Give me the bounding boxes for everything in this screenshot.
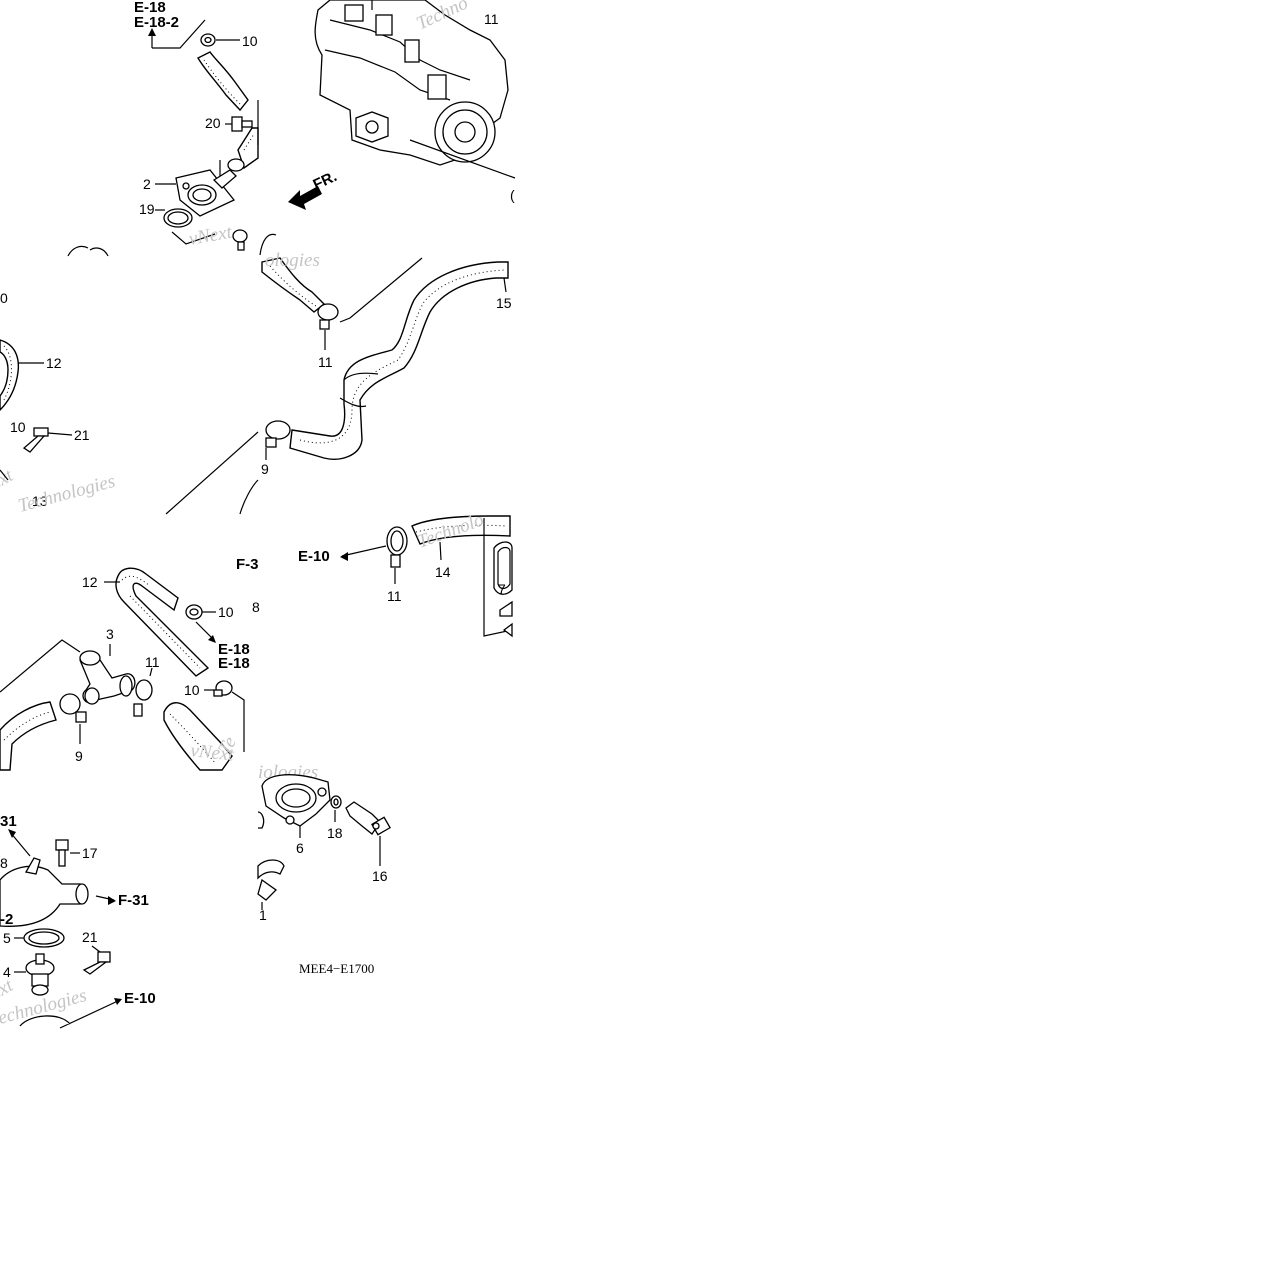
ref-e10-mid: E-10 [298, 548, 330, 565]
water-joint-3 [79, 650, 136, 705]
bolt-17 [55, 839, 69, 867]
callout-16: 16 [372, 868, 388, 884]
tile-bottom-center: iologies 6 18 16 1 MEE4−E1700 [257, 762, 391, 976]
temperature-sensor-16 [345, 801, 391, 836]
hose-clamp-10-low-b [213, 680, 233, 697]
callout-4: 4 [3, 964, 11, 980]
callout-17: 17 [82, 845, 98, 861]
tile-middle-center: ologies 11 15 9 [165, 250, 512, 515]
callout-14: 14 [435, 564, 451, 580]
o-ring-19 [163, 208, 193, 228]
thermostat-4 [25, 953, 55, 996]
callout-9-mid: 9 [261, 461, 269, 477]
clip [499, 600, 513, 638]
radiator-hose-15 [289, 261, 509, 460]
ref-31-cut: 31 [0, 813, 17, 830]
water-hose-12-low [115, 567, 210, 677]
small-hose [197, 51, 249, 112]
callout-1-cut: 1 [259, 907, 267, 923]
callout-11-top: 11 [484, 11, 499, 27]
callout-11-low: 11 [145, 654, 160, 670]
thermostat-cover [0, 857, 89, 927]
hose-clamp-11-mid [317, 303, 339, 330]
ref-e18-2: E-18-2 [134, 14, 179, 31]
watermark: vNext [187, 222, 234, 250]
callout-11-mid: 11 [318, 354, 333, 370]
tile-bottom-left: 31 8 17 F-31 -2 5 21 4 [0, 813, 156, 1029]
hose-clamp-10-low-a [185, 604, 203, 620]
callout-7: 7 [498, 581, 506, 597]
hose-right-low [163, 702, 233, 771]
pump-hose-fitting [257, 859, 285, 901]
water-hose-14 [411, 515, 511, 545]
callout-2: 2 [143, 176, 151, 192]
tile-lower-left: F-3 12 10 8 E-18 E-18 10 3 [0, 556, 260, 771]
o-ring-5 [23, 928, 65, 948]
callout-10-low-b: 10 [184, 682, 200, 698]
callout-20: 20 [205, 115, 221, 131]
callout-0-cut: 0 [0, 290, 8, 306]
callout-18: 18 [327, 825, 343, 841]
ref-e18-2-short: E-18 [218, 655, 250, 672]
callout-10-left: 10 [10, 419, 26, 435]
bolt-20 [231, 116, 253, 132]
bolt-21-low [82, 951, 111, 975]
engine-block [314, 0, 509, 166]
ref-e18-short: E-18 [218, 641, 250, 658]
callout-6: 6 [296, 840, 304, 856]
callout-cut: ( [510, 187, 515, 203]
watermark: ext [0, 465, 17, 495]
watermark: vNext [189, 740, 235, 765]
water-pump-cover-6 [261, 774, 331, 827]
callout-21-low: 21 [82, 929, 98, 945]
gasket-7 [493, 541, 513, 595]
tile-upper-left: E-18 E-18-2 10 20 2 [67, 0, 259, 257]
watermark: Technolo [415, 509, 487, 552]
tile-middle-left: 0 12 10 21 13 ext Technologies [0, 290, 117, 517]
tile-right-middle: E-10 11 14 Technolo 7 [298, 509, 513, 638]
bolt-21 [22, 427, 49, 453]
watermark: ologies [265, 250, 320, 271]
callout-11-right: 11 [387, 588, 402, 604]
front-mark-label: FR. [311, 168, 340, 194]
callout-8-cut-b: 8 [0, 855, 8, 871]
ref-f3-cut: F-3 [236, 556, 259, 573]
hose-clamp [227, 158, 245, 172]
callout-15: 15 [496, 295, 512, 311]
watermark: Technologies [16, 471, 118, 517]
hose-clamp-9-low [59, 693, 87, 723]
washer-18 [330, 795, 342, 809]
ref-e18: E-18 [134, 0, 166, 16]
water-outlet-flange-2 [175, 160, 237, 217]
callout-12-left: 12 [46, 355, 62, 371]
callout-5: 5 [3, 930, 11, 946]
leader-e18 [152, 19, 206, 49]
callout-12-low: 12 [82, 574, 98, 590]
hose-clamp-11-right [386, 526, 408, 568]
front-arrow: FR. [288, 168, 340, 210]
callout-9-low: 9 [75, 748, 83, 764]
callout-3: 3 [106, 626, 114, 642]
ref-2-cut: -2 [0, 911, 13, 928]
hose-clamp-10 [200, 33, 216, 47]
ref-e10-bottom: E-10 [124, 990, 156, 1007]
hose-clamp-11-low [133, 679, 153, 717]
diagram-code: MEE4−E1700 [299, 961, 374, 976]
callout-19: 19 [139, 201, 155, 217]
callout-10-low-a: 10 [218, 604, 234, 620]
tile-engine: 11 FR. Techno ( [257, 0, 516, 256]
ref-f31-bottom: F-31 [118, 892, 149, 909]
callout-13-cut: 13 [32, 493, 48, 509]
clamp-small [232, 229, 248, 251]
hose-clamp-9-mid [265, 420, 291, 448]
callout-10-top: 10 [242, 33, 258, 49]
callout-21-left: 21 [74, 427, 90, 443]
water-hose-12 [0, 339, 20, 411]
hose-left-low [0, 701, 57, 771]
callout-8-cut: 8 [252, 599, 260, 615]
